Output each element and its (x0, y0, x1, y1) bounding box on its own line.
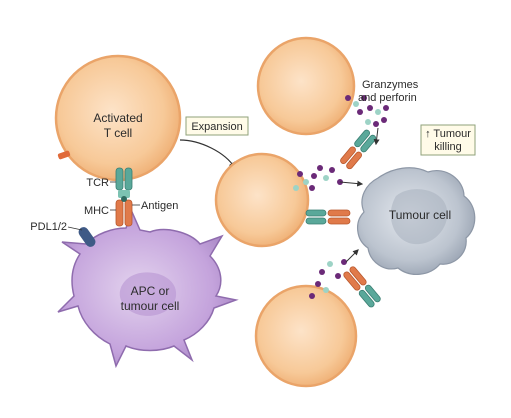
pdl-molecule (67, 226, 96, 247)
apc-label-1: APC or (131, 284, 170, 298)
activated-t-cell: Activated T cell (54, 54, 182, 182)
granzymes-label-1: Granzymes (362, 79, 419, 91)
tumour-cell-label: Tumour cell (389, 208, 451, 222)
tumour-killing-label-2: killing (434, 141, 462, 153)
expansion-arrow-icon (179, 139, 236, 170)
t-cell-bottom (254, 266, 381, 388)
tcr-label: TCR (86, 177, 109, 189)
granules (293, 95, 389, 299)
t-cell-middle (214, 152, 351, 248)
tumour-killing-label-1: ↑ Tumour (425, 128, 471, 140)
tcr-mhc-complex (115, 167, 133, 227)
granule-arrow-icon (339, 180, 364, 187)
apc-label-2: tumour cell (121, 299, 180, 313)
tumour-cell: Tumour cell (357, 167, 476, 275)
antigen-label: Antigen (141, 200, 178, 212)
apc-cell: APC or tumour cell (57, 210, 239, 369)
expansion-label: Expansion (191, 121, 242, 133)
granule-arrow-icon (345, 249, 359, 263)
pdl-label: PDL1/2 (30, 221, 67, 233)
activated-t-cell-label-1: Activated (93, 111, 142, 125)
t-cell-top (256, 36, 377, 170)
tumour-killing-box: ↑ Tumour killing (420, 124, 476, 156)
mhc-label: MHC (84, 205, 109, 217)
activated-t-cell-label-2: T cell (104, 126, 132, 140)
receptor-stub-icon (57, 150, 71, 160)
granule-arrow-icon (373, 127, 380, 146)
granzymes-label-2: and perforin (358, 92, 417, 104)
